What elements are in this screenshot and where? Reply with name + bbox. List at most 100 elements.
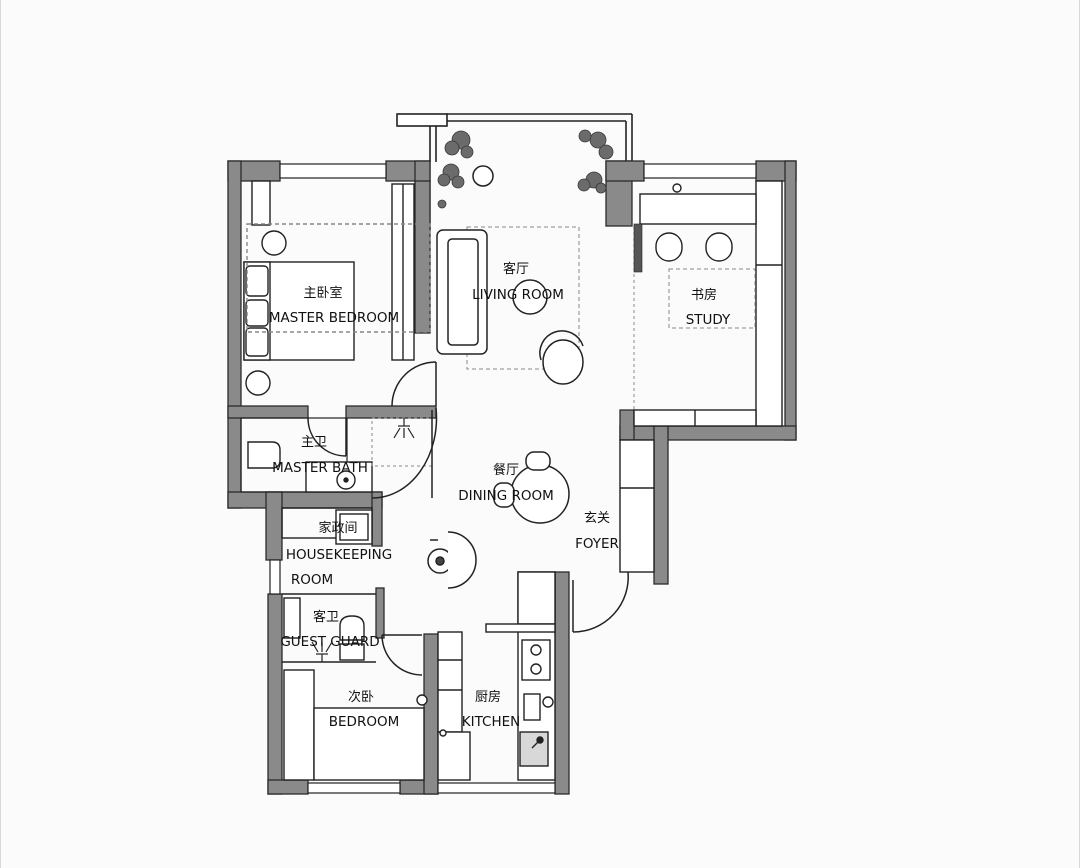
faucet-spout <box>531 739 541 749</box>
label-master-bedroom-en: MASTER BEDROOM <box>269 310 399 326</box>
master-bath-walls <box>240 417 348 493</box>
wall-south-left <box>267 779 309 795</box>
wall-mb-bottom <box>227 405 309 419</box>
mb-wardrobe-left <box>251 180 271 226</box>
label-dining-room-en: DINING ROOM <box>458 488 554 504</box>
window-kitchen <box>437 782 556 794</box>
wall-study-bottom-corner <box>619 409 635 441</box>
wall-kitchen-right <box>554 571 570 795</box>
wall-guest-bath-right <box>375 587 385 639</box>
toilet-icon <box>339 615 365 641</box>
mb-pillow-1 <box>245 265 269 297</box>
foyer <box>619 439 655 573</box>
label-study-cn: 书房 <box>691 287 717 303</box>
label-housekeeping-en-2: ROOM <box>291 572 333 588</box>
fridge <box>437 731 471 781</box>
wall-mb-living <box>414 180 431 334</box>
washer-door <box>339 513 369 541</box>
wall-southwest <box>267 593 283 795</box>
label-housekeeping-cn: 家政间 <box>318 520 357 536</box>
study-chair-right <box>705 232 733 262</box>
label-living-room-cn: 客厅 <box>503 261 529 277</box>
sink-icon <box>519 731 549 767</box>
study-desk <box>639 193 757 225</box>
potted-plant-icon <box>437 129 614 209</box>
windows <box>269 163 757 794</box>
label-bedroom-en: BEDROOM <box>329 714 399 730</box>
door-swing-icon <box>307 417 347 457</box>
guest-bath <box>282 593 376 663</box>
study <box>633 180 783 427</box>
guest-bath-cabinet <box>283 597 301 639</box>
wall-housekeeping-right <box>371 491 383 547</box>
lamp-base <box>435 556 445 566</box>
lamp-arc <box>447 531 477 589</box>
living-sofa-seat <box>447 238 479 346</box>
fridge-handle <box>439 729 447 737</box>
wall-east <box>784 160 797 441</box>
kitchen-tall-cabinet <box>437 631 463 733</box>
armchair-back <box>539 330 584 361</box>
shower-icon <box>393 418 415 439</box>
foyer-cabinet <box>619 439 655 573</box>
bedroom <box>283 669 428 781</box>
label-bedroom-cn: 次卧 <box>348 689 374 705</box>
armchair <box>542 339 584 385</box>
kitchen-knob <box>542 696 554 708</box>
label-housekeeping-en-1: HOUSEKEEPING <box>286 547 392 563</box>
wall-west <box>227 160 242 509</box>
bedroom-lamp <box>416 694 428 706</box>
study-chair-left <box>655 232 683 262</box>
door-swing-icon <box>391 361 437 407</box>
exterior-walls <box>227 160 797 795</box>
label-master-bath-en: MASTER BATH <box>272 460 368 476</box>
chair-icon <box>525 451 551 471</box>
kitchen-bar <box>485 623 556 633</box>
toilet-icon <box>247 441 281 469</box>
wall-bedroom-kitchen <box>423 633 439 795</box>
doors <box>307 361 629 676</box>
window-bedroom <box>307 782 401 794</box>
kitchen-upper-cabinet <box>517 571 556 625</box>
study-curtain <box>633 223 643 273</box>
label-master-bath-cn: 主卫 <box>301 435 327 450</box>
mb-rug <box>246 223 431 333</box>
study-cabinet <box>755 180 783 427</box>
bedroom-headboard <box>283 669 315 781</box>
label-living-room-en: LIVING ROOM <box>472 287 564 303</box>
shower-icon <box>311 641 333 662</box>
balcony-table <box>472 165 494 187</box>
shower-area <box>371 417 433 467</box>
window-mb <box>279 163 387 179</box>
door-swing-icon <box>381 634 423 676</box>
mb-nightstand-lamp-bottom <box>245 370 271 396</box>
chair-icon <box>493 482 515 508</box>
mb-pillow-2 <box>245 299 269 327</box>
study-desk-lamp <box>672 183 682 193</box>
door-swing-icon <box>572 571 629 633</box>
wall-study-top-left <box>605 160 645 182</box>
window-study <box>643 163 757 179</box>
burner-2 <box>530 663 542 675</box>
burner-1 <box>530 644 542 656</box>
label-kitchen-cn: 厨房 <box>475 689 501 705</box>
study-rug <box>668 268 756 329</box>
room-labels: 主卧室 MASTER BEDROOM 客厅 LIVING ROOM 书房 STU… <box>269 261 731 730</box>
sink-drain <box>343 477 349 483</box>
label-kitchen-en: KITCHEN <box>462 714 521 730</box>
housekeeping <box>281 507 373 545</box>
kitchen-appliance <box>523 693 541 721</box>
dining-room <box>427 451 570 589</box>
label-study-en: STUDY <box>686 312 731 328</box>
label-foyer-en: FOYER <box>575 536 619 552</box>
wall-bath-bottom <box>227 491 383 509</box>
master-bath <box>240 417 433 493</box>
toilet-tank <box>339 643 365 661</box>
label-guest-bath-cn: 客卫 <box>313 609 339 625</box>
wall-mb-bottom-right <box>345 405 437 419</box>
kitchen <box>437 571 556 781</box>
label-foyer-cn: 玄关 <box>584 511 610 526</box>
wall-housekeeping-left <box>265 491 283 561</box>
